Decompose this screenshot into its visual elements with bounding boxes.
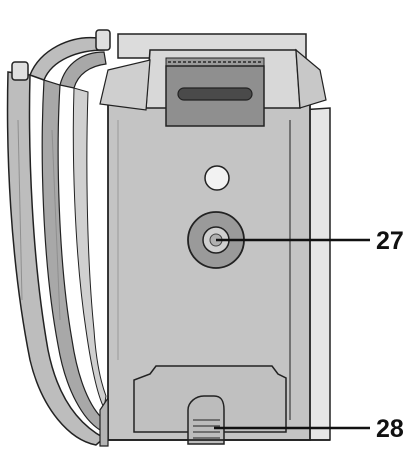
eyepiece-slot: [177, 87, 253, 101]
strap-ring-right: [95, 29, 111, 51]
camera-body: [99, 33, 331, 447]
strap-ring-left: [11, 61, 29, 81]
sensor-circle: [204, 165, 230, 191]
battery-release-lever: [187, 395, 225, 445]
hand-strap: [6, 29, 111, 446]
callout-label-27: 27: [376, 227, 404, 255]
callout-label-28: 28: [376, 415, 404, 443]
